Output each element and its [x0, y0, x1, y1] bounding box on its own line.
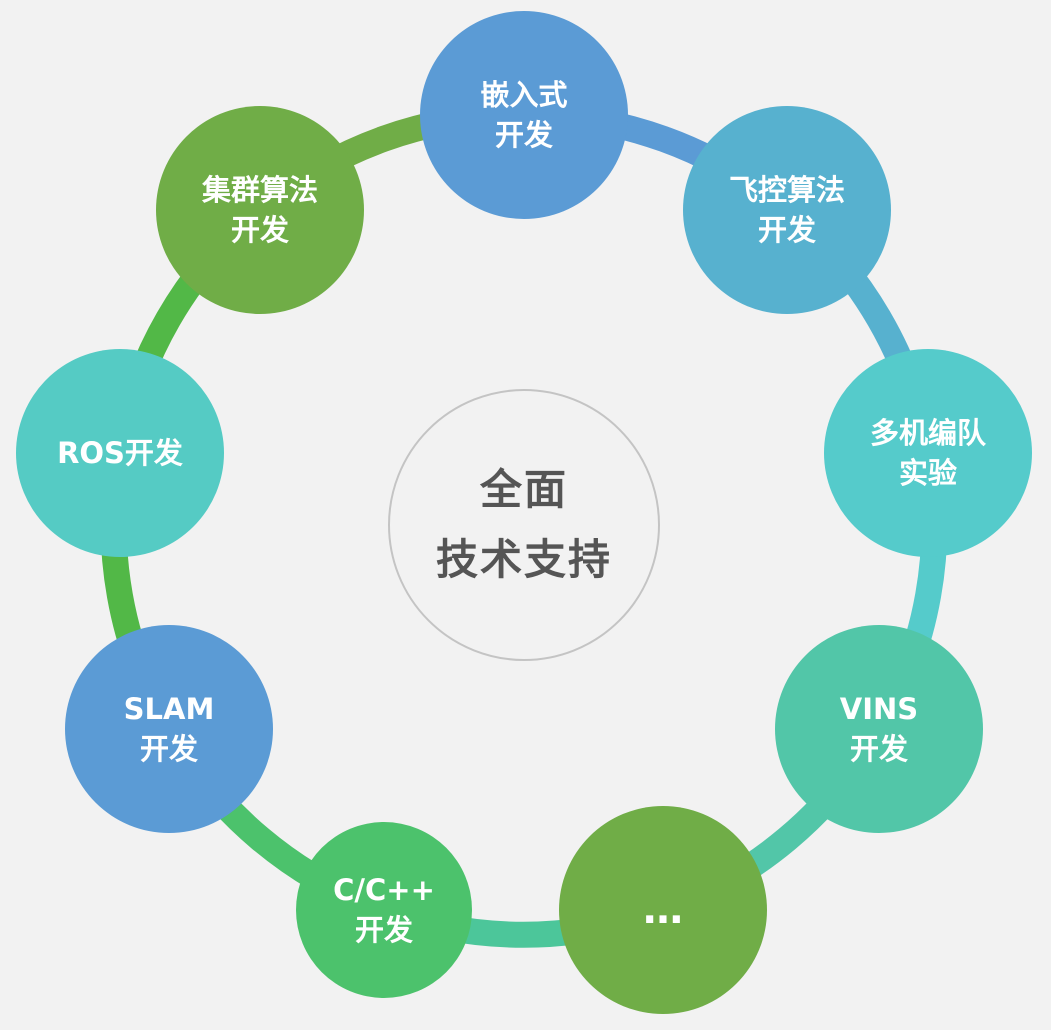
node-label: 开发	[230, 213, 289, 247]
node-label: 嵌入式	[480, 78, 568, 112]
center-title-line2: 技术支持	[435, 535, 612, 584]
node-label: 集群算法	[201, 173, 318, 207]
node-flight-control-dev: 飞控算法开发	[683, 106, 891, 314]
node-label: 飞控算法	[728, 173, 845, 207]
node-slam-dev: SLAM 开发	[65, 625, 273, 833]
node-label: 开发	[849, 732, 908, 766]
node-label: 实验	[898, 456, 957, 490]
node-label: …	[643, 887, 683, 933]
node-embedded-dev: 嵌入式开发	[420, 11, 628, 219]
node-multi-uav-formation: 多机编队实验	[824, 349, 1032, 557]
node-ros-dev: ROS开发	[16, 349, 224, 557]
node-label: SLAM	[123, 692, 215, 726]
node-label: 开发	[354, 913, 413, 947]
center-circle: 全面 技术支持	[388, 389, 660, 661]
node-vins-dev: VINS 开发	[775, 625, 983, 833]
node-label: C/C++	[333, 873, 435, 907]
node-label: 开发	[757, 213, 816, 247]
node-label: 开发	[139, 732, 198, 766]
node-label: 开发	[494, 118, 553, 152]
node-label: 多机编队	[869, 416, 986, 450]
node-label: ROS开发	[57, 436, 183, 470]
center-title-line1: 全面	[479, 465, 568, 514]
node-label: VINS	[839, 692, 919, 726]
node-swarm-dev: 集群算法开发	[156, 106, 364, 314]
node-cpp-dev: C/C++ 开发	[296, 822, 472, 998]
node-more: …	[559, 806, 767, 1014]
